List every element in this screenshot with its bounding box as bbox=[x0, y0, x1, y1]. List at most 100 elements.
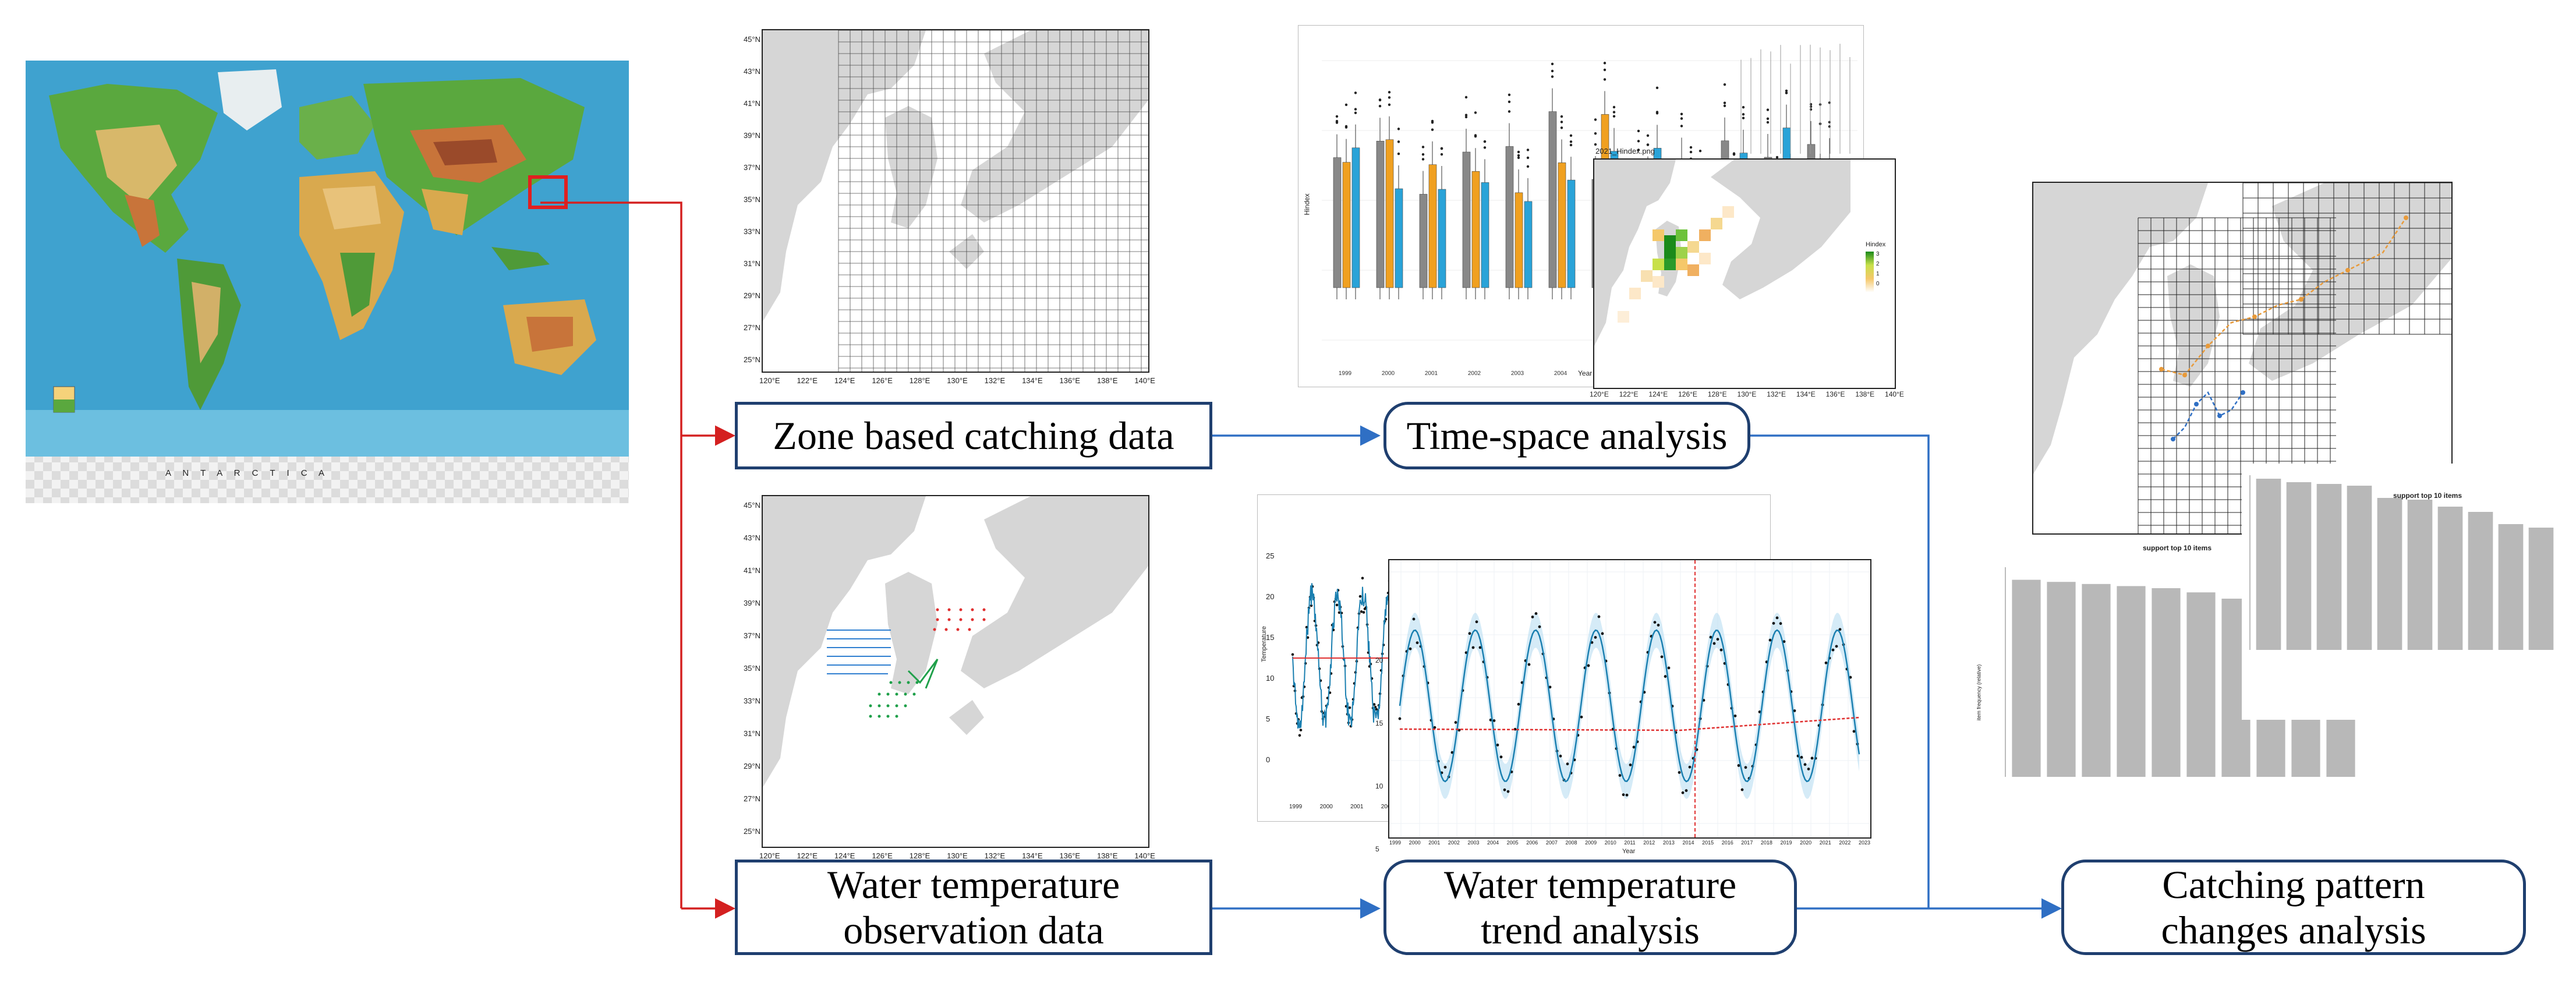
boxplot-ylabel: Hindex bbox=[1303, 193, 1311, 215]
lat-tick: 41°N bbox=[743, 99, 760, 108]
outlier-point bbox=[1742, 105, 1745, 109]
support-bar bbox=[2286, 482, 2312, 650]
outlier-point bbox=[1569, 143, 1573, 147]
outlier-point bbox=[1464, 114, 1468, 116]
box-body bbox=[1385, 139, 1394, 288]
temp-big-yticks: 20 15 10 5 bbox=[1375, 629, 1383, 881]
xtick: 2003 bbox=[1467, 840, 1480, 846]
boxplot-year-tick: 1999 bbox=[1339, 370, 1352, 377]
outlier-point bbox=[1508, 110, 1511, 113]
ytick: 5 bbox=[1375, 845, 1379, 853]
outlier-point bbox=[1594, 118, 1597, 121]
outlier-point bbox=[1354, 111, 1357, 114]
orange-points bbox=[2159, 215, 2408, 377]
xtick: 2020 bbox=[1800, 840, 1812, 846]
support-bar bbox=[2437, 507, 2463, 650]
lat-tick: 37°N bbox=[743, 631, 760, 640]
box-body bbox=[1471, 171, 1480, 288]
box-pattern-line1: Catching pattern bbox=[2162, 862, 2425, 907]
outlier-point bbox=[1431, 121, 1434, 124]
outlier-point bbox=[1464, 115, 1468, 119]
support-bar bbox=[2117, 586, 2146, 777]
pattern-grid bbox=[2138, 182, 2451, 533]
outlier-point bbox=[1785, 89, 1788, 93]
outlier-point bbox=[1388, 91, 1391, 94]
lon-tick: 136°E bbox=[1825, 390, 1845, 398]
orange-track bbox=[2161, 217, 2407, 376]
hindex-legend-title: Hindex bbox=[1866, 241, 1886, 248]
support-bar bbox=[2528, 528, 2554, 650]
xtick: 2001 bbox=[1350, 804, 1364, 810]
outlier-point bbox=[1483, 146, 1487, 149]
support-bar bbox=[2468, 512, 2493, 650]
temp-point bbox=[1506, 790, 1510, 793]
support-bar bbox=[2012, 579, 2041, 777]
temp-point bbox=[1824, 661, 1828, 664]
lat-tick: 41°N bbox=[743, 566, 760, 575]
temp-point bbox=[1475, 620, 1478, 624]
lat-tick: 35°N bbox=[743, 664, 760, 673]
lon-tick: 122°E bbox=[797, 376, 818, 385]
box-body bbox=[1342, 162, 1351, 288]
temp-point bbox=[1597, 615, 1601, 618]
temp-point bbox=[1412, 617, 1416, 621]
lon-tick: 122°E bbox=[1619, 390, 1639, 398]
lon-tick: 130°E bbox=[947, 851, 968, 860]
outlier-point bbox=[1680, 125, 1683, 128]
temp-point bbox=[1775, 616, 1779, 620]
lon-tick: 132°E bbox=[984, 376, 1006, 385]
lon-tick: 138°E bbox=[1096, 376, 1118, 385]
blue-connector-timespace bbox=[1750, 434, 1930, 908]
temp-point bbox=[1492, 719, 1496, 722]
outlier-point bbox=[1335, 119, 1339, 123]
hindex-cells bbox=[1618, 206, 1734, 323]
lat-tick: 31°N bbox=[743, 259, 760, 268]
temp-point bbox=[1838, 628, 1842, 631]
outlier-point bbox=[1699, 149, 1702, 153]
support-bar bbox=[2377, 498, 2402, 650]
outlier-point bbox=[1560, 121, 1563, 123]
temp-point bbox=[1835, 645, 1838, 648]
support-front-title: support top 10 items bbox=[2143, 544, 2212, 552]
temp-point bbox=[1716, 638, 1719, 641]
temp-point bbox=[1688, 765, 1692, 769]
outlier-point bbox=[1809, 102, 1813, 106]
temp-point bbox=[1358, 595, 1362, 598]
outlier-point bbox=[1508, 93, 1511, 96]
ytick: 25 bbox=[1266, 551, 1275, 560]
temp-point bbox=[1527, 663, 1531, 666]
boxplot-year-tick: 2002 bbox=[1468, 370, 1481, 377]
outlier-point bbox=[1828, 125, 1831, 128]
temp-point bbox=[1360, 610, 1363, 613]
antarctica-label: A N T A R C T I C A bbox=[165, 468, 329, 478]
lat-ticks: 45°N 43°N 41°N 39°N 37°N 35°N 33°N 31°N … bbox=[736, 35, 760, 367]
outlier-point bbox=[1723, 104, 1726, 107]
box-water-trend-line2: trend analysis bbox=[1481, 908, 1700, 952]
temp-series-big: 20 15 10 5 1999 2000 2001 2002 2003 2004… bbox=[1375, 559, 1871, 855]
outlier-point bbox=[1809, 108, 1813, 111]
temp-point bbox=[1740, 788, 1744, 791]
temp-point bbox=[1622, 793, 1625, 797]
support-bar bbox=[2256, 479, 2281, 650]
outlier-point bbox=[1560, 126, 1563, 129]
support-bar bbox=[2186, 592, 2216, 777]
outlier-point bbox=[1655, 111, 1659, 114]
lon-tick: 128°E bbox=[909, 376, 930, 385]
lon-ticks: 120°E 122°E 124°E 126°E 128°E 130°E 132°… bbox=[759, 376, 1155, 385]
outlier-point bbox=[1354, 91, 1357, 94]
xtick: 2002 bbox=[1381, 804, 1394, 810]
xtick: 2000 bbox=[1319, 804, 1333, 810]
lon-tick: 138°E bbox=[1855, 390, 1875, 398]
temp-point bbox=[1468, 632, 1471, 635]
temp-point bbox=[1372, 703, 1376, 706]
outlier-point bbox=[1508, 100, 1511, 104]
box-zone-label: Zone based catching data bbox=[773, 413, 1174, 458]
outlier-point bbox=[1637, 148, 1640, 151]
lon-tick: 126°E bbox=[1678, 390, 1697, 398]
temp-point bbox=[1810, 756, 1814, 760]
temp-point bbox=[1782, 640, 1786, 644]
xtick: 2011 bbox=[1624, 840, 1636, 846]
outlier-point bbox=[1723, 83, 1726, 86]
box-body bbox=[1351, 147, 1360, 288]
